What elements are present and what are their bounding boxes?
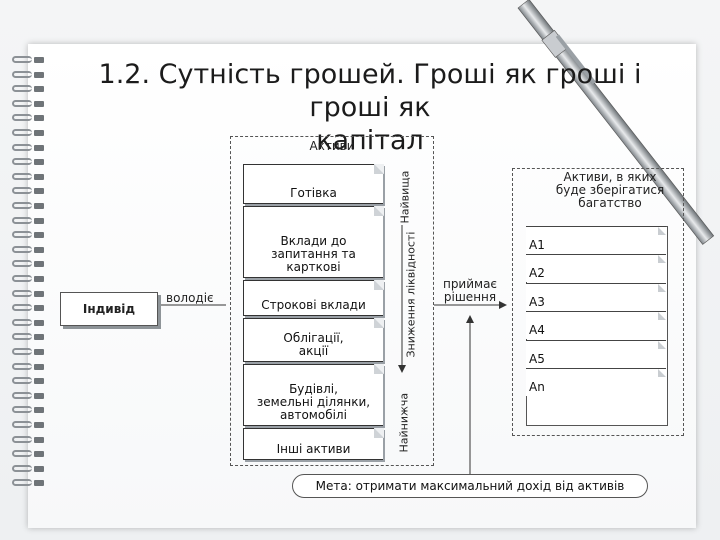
- asset-item-label: Готівка: [290, 186, 337, 200]
- spiral-ring: [10, 245, 44, 254]
- spiral-ring: [10, 231, 44, 239]
- title-line-1: 1.2. Сутність грошей. Гроші як гроші і г…: [98, 59, 642, 123]
- spiral-ring: [10, 450, 44, 458]
- asset-item-label: Строкові вклади: [261, 298, 366, 312]
- owns-label: володіє: [166, 291, 214, 305]
- spiral-ring: [10, 114, 44, 122]
- storage-item-corner: [658, 369, 666, 377]
- spiral-ring: [10, 172, 44, 181]
- spiral-ring: [10, 99, 44, 108]
- asset-item: Готівка: [243, 164, 384, 204]
- individual-label: Індивід: [82, 302, 136, 316]
- spiral-ring: [10, 202, 44, 210]
- storage-line-1: Активи, в яких: [563, 170, 657, 184]
- assets-header: Активи: [309, 139, 355, 153]
- spiral-ring: [10, 362, 44, 371]
- storage-item: А1: [526, 226, 666, 254]
- spiral-ring: [10, 435, 44, 444]
- asset-item: Строкові вклади: [243, 280, 384, 316]
- asset-item: Інші активи: [243, 428, 384, 460]
- storage-item-label: А4: [529, 323, 545, 338]
- spiral-ring: [10, 479, 44, 487]
- storage-item: А2: [526, 254, 666, 283]
- spiral-ring: [10, 318, 44, 327]
- storage-item-label: А2: [529, 266, 545, 281]
- asset-item-label: Облігації,акції: [283, 331, 344, 358]
- highest-label: Найвища: [398, 170, 412, 224]
- page-title: 1.2. Сутність грошей. Гроші як гроші і г…: [60, 58, 680, 157]
- storage-container: [512, 168, 684, 436]
- spiral-ring: [10, 260, 44, 268]
- decision-line-2: рішення: [443, 290, 497, 304]
- spiral-binding: [10, 56, 46, 496]
- spiral-ring: [10, 348, 44, 356]
- asset-corner: [374, 364, 384, 374]
- decision-label: приймає рішення: [436, 278, 504, 304]
- spiral-ring: [10, 377, 44, 385]
- asset-corner: [374, 280, 384, 290]
- storage-item-corner: [658, 283, 666, 292]
- spiral-ring: [10, 289, 44, 298]
- asset-item: Будівлі,земельні ділянки,автомобілі: [243, 364, 384, 426]
- spiral-ring: [10, 304, 44, 312]
- spiral-ring: [10, 391, 44, 400]
- spiral-ring: [10, 85, 44, 93]
- spiral-ring: [10, 275, 44, 283]
- storage-item: А5: [526, 339, 666, 368]
- asset-corner: [374, 164, 384, 174]
- storage-item-label: А5: [529, 351, 545, 366]
- asset-corner: [374, 206, 384, 216]
- spiral-ring: [10, 143, 44, 152]
- asset-item: Облігації,акції: [243, 318, 384, 362]
- storage-item: А3: [526, 282, 666, 311]
- spiral-ring: [10, 187, 44, 195]
- storage-item-corner: [658, 255, 666, 264]
- individual-box: Індивід: [60, 292, 158, 326]
- storage-item-label: А1: [529, 238, 545, 252]
- spiral-ring: [10, 464, 44, 473]
- asset-corner: [374, 318, 384, 328]
- spiral-ring: [10, 421, 44, 429]
- pen-icon: [517, 0, 715, 245]
- lowest-label: Найнижча: [397, 392, 411, 453]
- decision-line-1: приймає: [442, 277, 498, 291]
- asset-item-label: Інші активи: [276, 442, 351, 456]
- spiral-ring: [10, 129, 44, 137]
- asset-corner: [374, 428, 384, 438]
- liquidity-label: Зниження ліквідності: [404, 231, 418, 358]
- storage-line-3: багатство: [578, 196, 642, 210]
- spiral-ring: [10, 70, 44, 79]
- spiral-ring: [10, 56, 44, 64]
- spiral-ring: [10, 158, 44, 166]
- storage-item-label: А3: [529, 294, 545, 309]
- storage-item-corner: [658, 312, 666, 321]
- spiral-ring: [10, 216, 44, 225]
- asset-item-label: Будівлі,земельні ділянки,автомобілі: [256, 382, 371, 422]
- storage-item-corner: [658, 227, 666, 235]
- spiral-ring: [10, 406, 44, 414]
- storage-line-2: буде зберігатися: [555, 183, 665, 197]
- title-line-2: капітал: [316, 125, 424, 156]
- assets-container: [230, 136, 434, 466]
- spiral-ring: [10, 333, 44, 341]
- storage-item: А4: [526, 311, 666, 340]
- goal-box: Мета: отримати максимальний дохід від ак…: [292, 474, 648, 498]
- storage-item: Аn: [526, 368, 666, 396]
- storage-item-label: Аn: [529, 380, 545, 394]
- storage-item-corner: [658, 340, 666, 349]
- storage-header: Активи, в яких буде зберігатися багатств…: [540, 171, 680, 210]
